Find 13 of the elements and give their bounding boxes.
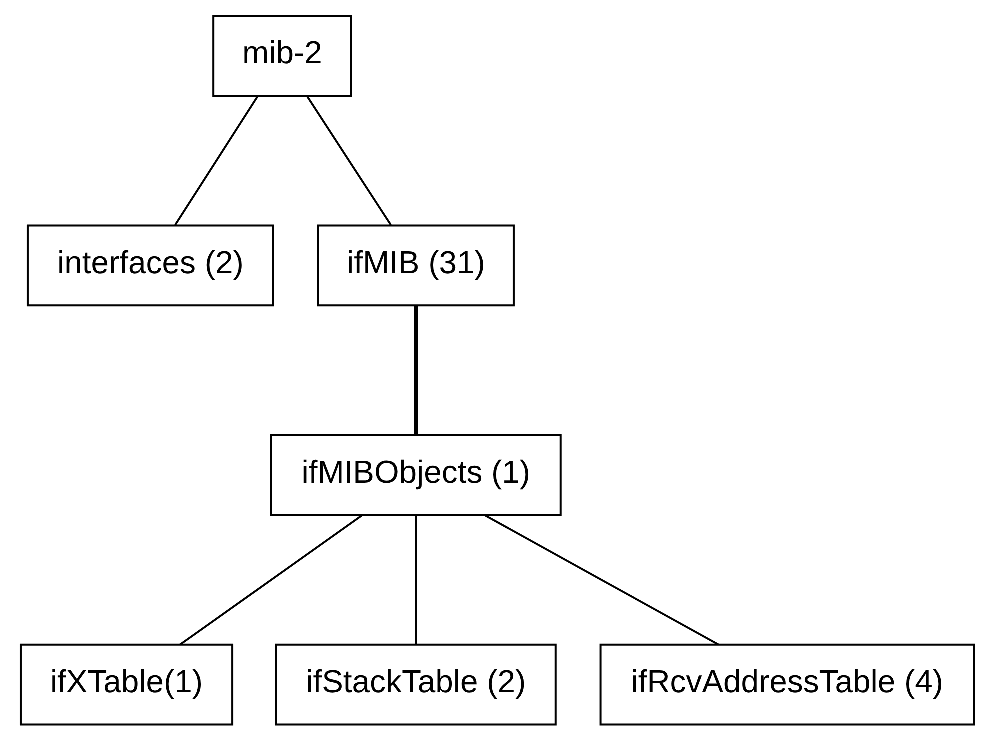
node-box: ifMIB (31) — [317, 224, 515, 307]
connector — [484, 514, 720, 646]
node-box: ifRcvAddressTable (4) — [600, 644, 976, 726]
connector — [415, 516, 418, 644]
connector — [414, 306, 418, 435]
connector — [180, 514, 363, 646]
node-box: ifXTable(1) — [20, 644, 234, 726]
node-box: ifMIBObjects (1) — [270, 434, 562, 516]
node-box: ifStackTable (2) — [275, 644, 557, 726]
node-box: interfaces (2) — [26, 224, 274, 307]
connector — [174, 96, 259, 226]
connector — [306, 96, 392, 226]
node-box: mib-2 — [212, 15, 352, 98]
